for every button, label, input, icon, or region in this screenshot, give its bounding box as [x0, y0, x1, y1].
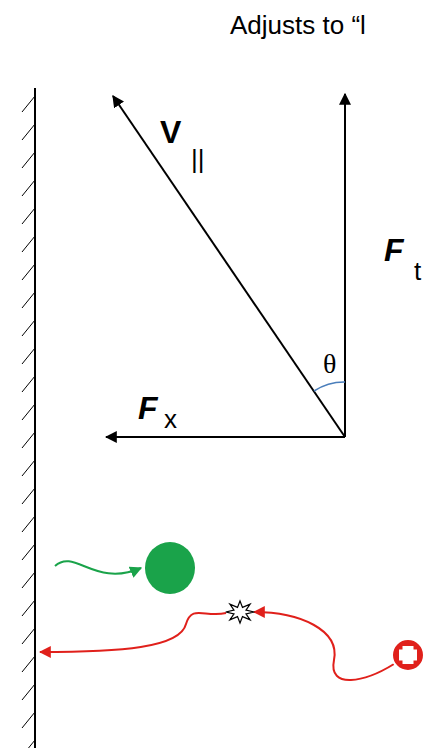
red-path — [40, 613, 226, 652]
particle — [145, 542, 195, 594]
hatch-line — [22, 516, 35, 532]
heading-text: Adjusts to “l — [230, 12, 366, 38]
hatch-line — [22, 460, 35, 476]
hatch-line — [22, 96, 35, 112]
subscript: || — [191, 146, 205, 172]
hatch-line — [22, 348, 35, 364]
hatch-line — [22, 152, 35, 168]
wall-line — [34, 88, 36, 748]
hatch-line — [22, 432, 35, 448]
velocity-vector — [113, 96, 345, 437]
hatch-line — [22, 712, 35, 728]
hatch-line — [22, 376, 35, 392]
hatch-line — [22, 740, 35, 748]
force-vector — [344, 94, 346, 437]
hatch-line — [22, 544, 35, 560]
hatch-line — [22, 320, 35, 336]
hatch-line — [22, 572, 35, 588]
hatch-line — [22, 208, 35, 224]
red-path — [254, 612, 394, 680]
angle-arc — [314, 382, 345, 391]
wall — [22, 88, 35, 748]
plus-icon — [392, 639, 424, 671]
hatch-line — [22, 264, 35, 280]
vector-symbol: V — [160, 116, 181, 148]
hatch-line — [22, 684, 35, 700]
subscript: x — [164, 406, 177, 432]
collision-star — [226, 601, 255, 623]
hatch-line — [22, 292, 35, 308]
hatch-line — [22, 628, 35, 644]
vector-symbol: F — [138, 392, 158, 424]
force-vector — [106, 436, 345, 438]
angle-symbol: θ — [323, 350, 336, 378]
hatch-line — [22, 404, 35, 420]
green-path — [55, 561, 141, 574]
vector-symbol: F — [384, 234, 404, 266]
hatch-line — [22, 236, 35, 252]
hatch-line — [22, 180, 35, 196]
hatch-line — [22, 600, 35, 616]
hatch-line — [22, 656, 35, 672]
hatch-line — [22, 488, 35, 504]
hatch-line — [22, 124, 35, 140]
subscript: t — [414, 258, 421, 284]
